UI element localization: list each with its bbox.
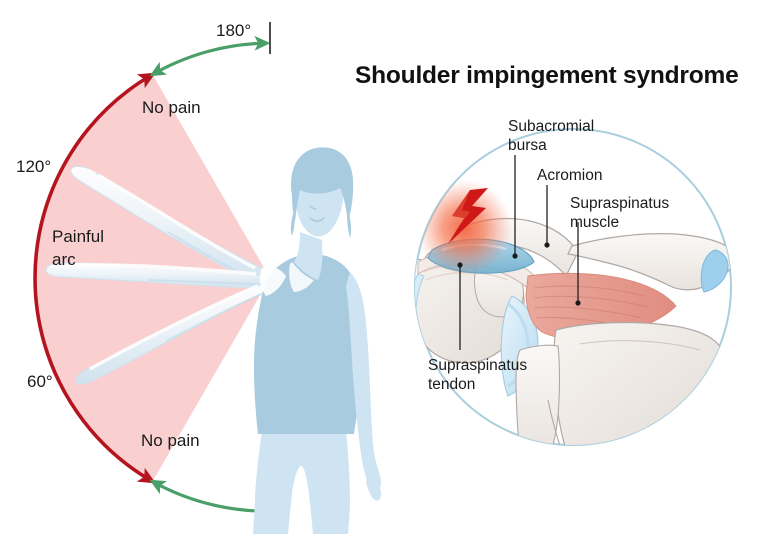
label-supraspinatus-muscle-line2: muscle (570, 214, 619, 231)
figure-right-hand (366, 470, 382, 501)
leader-dots (457, 242, 581, 306)
dot-supraspinatus-muscle (575, 300, 581, 306)
leader-lines (459, 155, 579, 350)
label-painful-arc-line1: Painful (52, 227, 104, 246)
pain-bolt-shade (452, 190, 470, 228)
label-subacromial-bursa-line2: bursa (508, 137, 547, 154)
clavicle-cartilage-cap (700, 249, 729, 293)
label-supraspinatus-tendon-line2: tendon (428, 376, 475, 393)
ghost-arm-120 (70, 165, 269, 289)
label-180-degrees: 180° (216, 21, 251, 40)
dot-supraspinatus-tendon (457, 262, 463, 268)
figure-shirt (254, 254, 364, 434)
figure-collar (289, 262, 314, 292)
label-supraspinatus-muscle-line1: Supraspinatus (570, 195, 669, 212)
painful-arc-stroke (33, 72, 156, 484)
figure-shoulder-pivot (259, 266, 286, 296)
page-title: Shoulder impingement syndrome (355, 62, 739, 89)
patient-figure (253, 147, 382, 534)
figure-nose (309, 205, 317, 210)
scapula-lateral-border (547, 399, 563, 445)
figure-trousers (253, 432, 350, 534)
label-subacromial-bursa-line1: Subacromial (508, 118, 594, 135)
figure-smile (309, 217, 325, 222)
figure-right-arm (346, 272, 382, 491)
label-acromion: Acromion (537, 167, 602, 184)
pain-bolt-icon (448, 188, 488, 244)
label-painful-arc-line2: arc (52, 250, 76, 269)
ghost-arm-60 (75, 281, 271, 385)
muscle-striations (533, 285, 649, 329)
dot-subacromial-bursa (512, 253, 518, 259)
label-no-pain-upper: No pain (142, 98, 201, 117)
label-120-degrees: 120° (16, 157, 51, 176)
range-of-motion-diagram: 180° 120° 60° No pain No pain Painful ar… (16, 21, 283, 519)
label-supraspinatus-tendon-line1: Supraspinatus (428, 357, 527, 374)
figure-neck (294, 232, 323, 280)
label-no-pain-lower: No pain (141, 431, 200, 450)
no-pain-arc-upper (149, 36, 271, 77)
figure-hair (291, 147, 354, 222)
figure-hair-strand-right (347, 214, 352, 238)
label-60-degrees: 60° (27, 372, 53, 391)
scapula-contour (579, 340, 701, 351)
ghost-arm-positions (45, 165, 271, 385)
dot-acromion (544, 242, 550, 248)
figure-hair-strand-left (290, 214, 295, 236)
